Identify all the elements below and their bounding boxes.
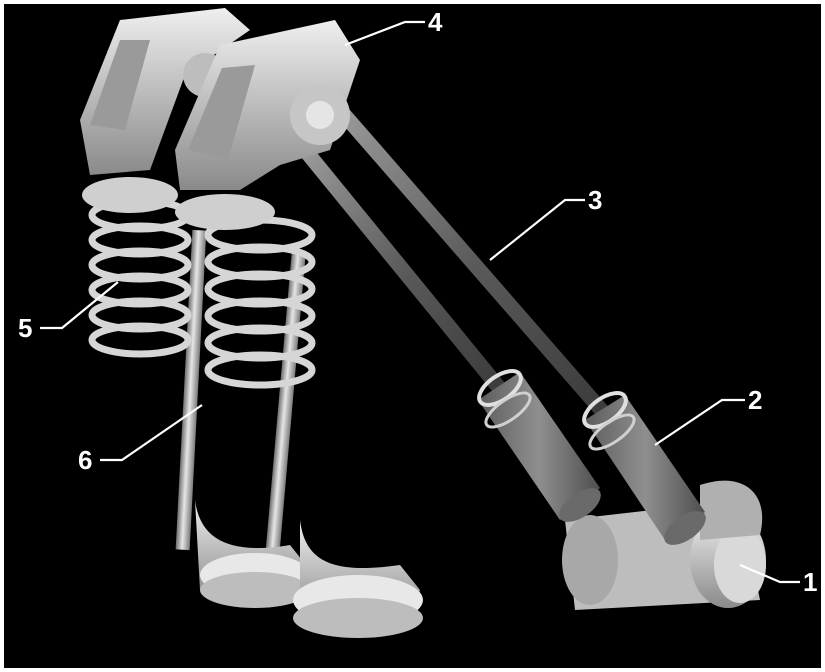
spring-retainer-right (175, 194, 275, 230)
label-3: 3 (588, 185, 602, 215)
spring-retainer-left (82, 177, 178, 213)
label-6: 6 (78, 445, 92, 475)
valve-spring-left (92, 201, 188, 354)
label-5: 5 (18, 313, 32, 343)
valve-spring-right (208, 220, 312, 385)
label-4: 4 (428, 7, 443, 37)
label-2: 2 (748, 385, 762, 415)
label-1: 1 (803, 567, 817, 597)
